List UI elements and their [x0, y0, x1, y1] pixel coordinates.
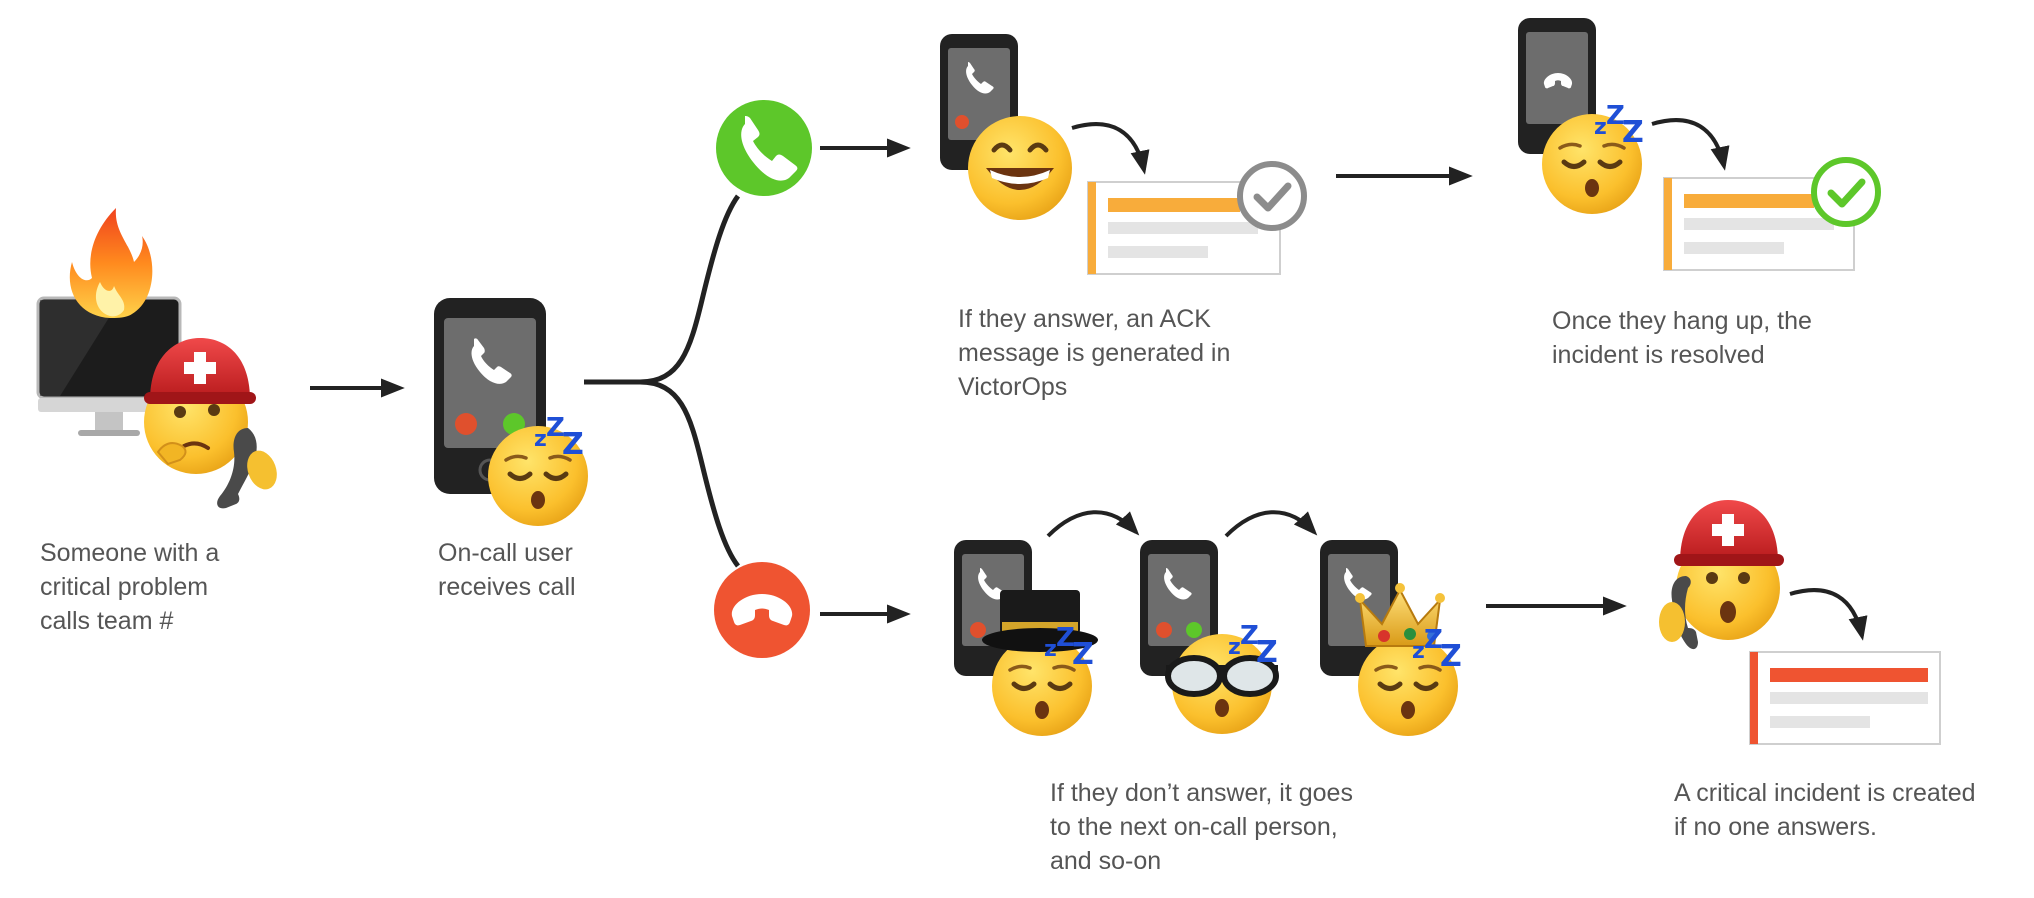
caption-line: calls team #	[40, 607, 174, 635]
answer-caption: If they answer, an ACK message is genera…	[958, 302, 1230, 404]
caption-line: VictorOps	[958, 373, 1068, 401]
answer-call-icon	[716, 100, 812, 196]
caption-line: On-call user	[438, 539, 573, 567]
helmet-emoji-icon	[144, 338, 256, 404]
checkmark-icon	[1237, 161, 1307, 231]
phone-handset-icon	[1164, 568, 1192, 600]
fire-icon	[69, 208, 153, 318]
phone-handset-icon	[1344, 568, 1372, 600]
caption-line: Once they hang up, the	[1552, 307, 1812, 335]
phone-handset-icon	[966, 62, 994, 94]
branch-up-line	[584, 194, 741, 385]
critical-caption: A critical incident is created if no one…	[1674, 776, 1976, 844]
caller-caption: Someone with a critical problem calls te…	[40, 536, 219, 638]
grin-emoji-icon	[968, 116, 1072, 220]
caption-line: if no one answers.	[1674, 813, 1877, 841]
branch-down-line	[639, 379, 741, 568]
curved-arrow	[1046, 510, 1140, 538]
curved-arrow	[1789, 588, 1868, 641]
curved-arrow	[1224, 510, 1318, 538]
caption-line: critical problem	[40, 573, 209, 601]
phone-handset-icon	[217, 428, 277, 509]
hang-up-icon	[1543, 73, 1573, 89]
caption-line: If they don’t answer, it goes	[1050, 779, 1353, 807]
curved-arrow	[1071, 122, 1150, 175]
decline-call-icon	[714, 562, 810, 658]
helmet-emoji-icon	[1674, 500, 1784, 566]
curved-arrow	[1651, 118, 1730, 171]
caption-line: message is generated in	[958, 339, 1231, 367]
caption-line: receives call	[438, 573, 576, 601]
caption-line: to the next on-call person,	[1050, 813, 1338, 841]
checkmark-icon	[1811, 157, 1881, 227]
monitor-icon	[36, 296, 182, 436]
critical-incident-card	[1749, 651, 1941, 745]
caption-line: Someone with a	[40, 539, 220, 567]
oncall-caption: On-call user receives call	[438, 536, 576, 604]
oncall-phone-illustration	[434, 298, 588, 526]
resolved-caption: Once they hang up, the incident is resol…	[1552, 304, 1812, 372]
phone-handset-icon	[471, 338, 512, 384]
caption-line: incident is resolved	[1552, 341, 1765, 369]
caption-line: A critical incident is created	[1674, 779, 1976, 807]
phone-handset-icon	[1659, 576, 1698, 650]
caption-line: If they answer, an ACK	[958, 305, 1211, 333]
escalate-caption: If they don’t answer, it goes to the nex…	[1050, 776, 1353, 878]
caller-illustration	[36, 208, 277, 509]
crown-icon	[1355, 583, 1445, 647]
caption-line: and so-on	[1050, 847, 1162, 875]
phone-handset-icon	[978, 568, 1006, 600]
